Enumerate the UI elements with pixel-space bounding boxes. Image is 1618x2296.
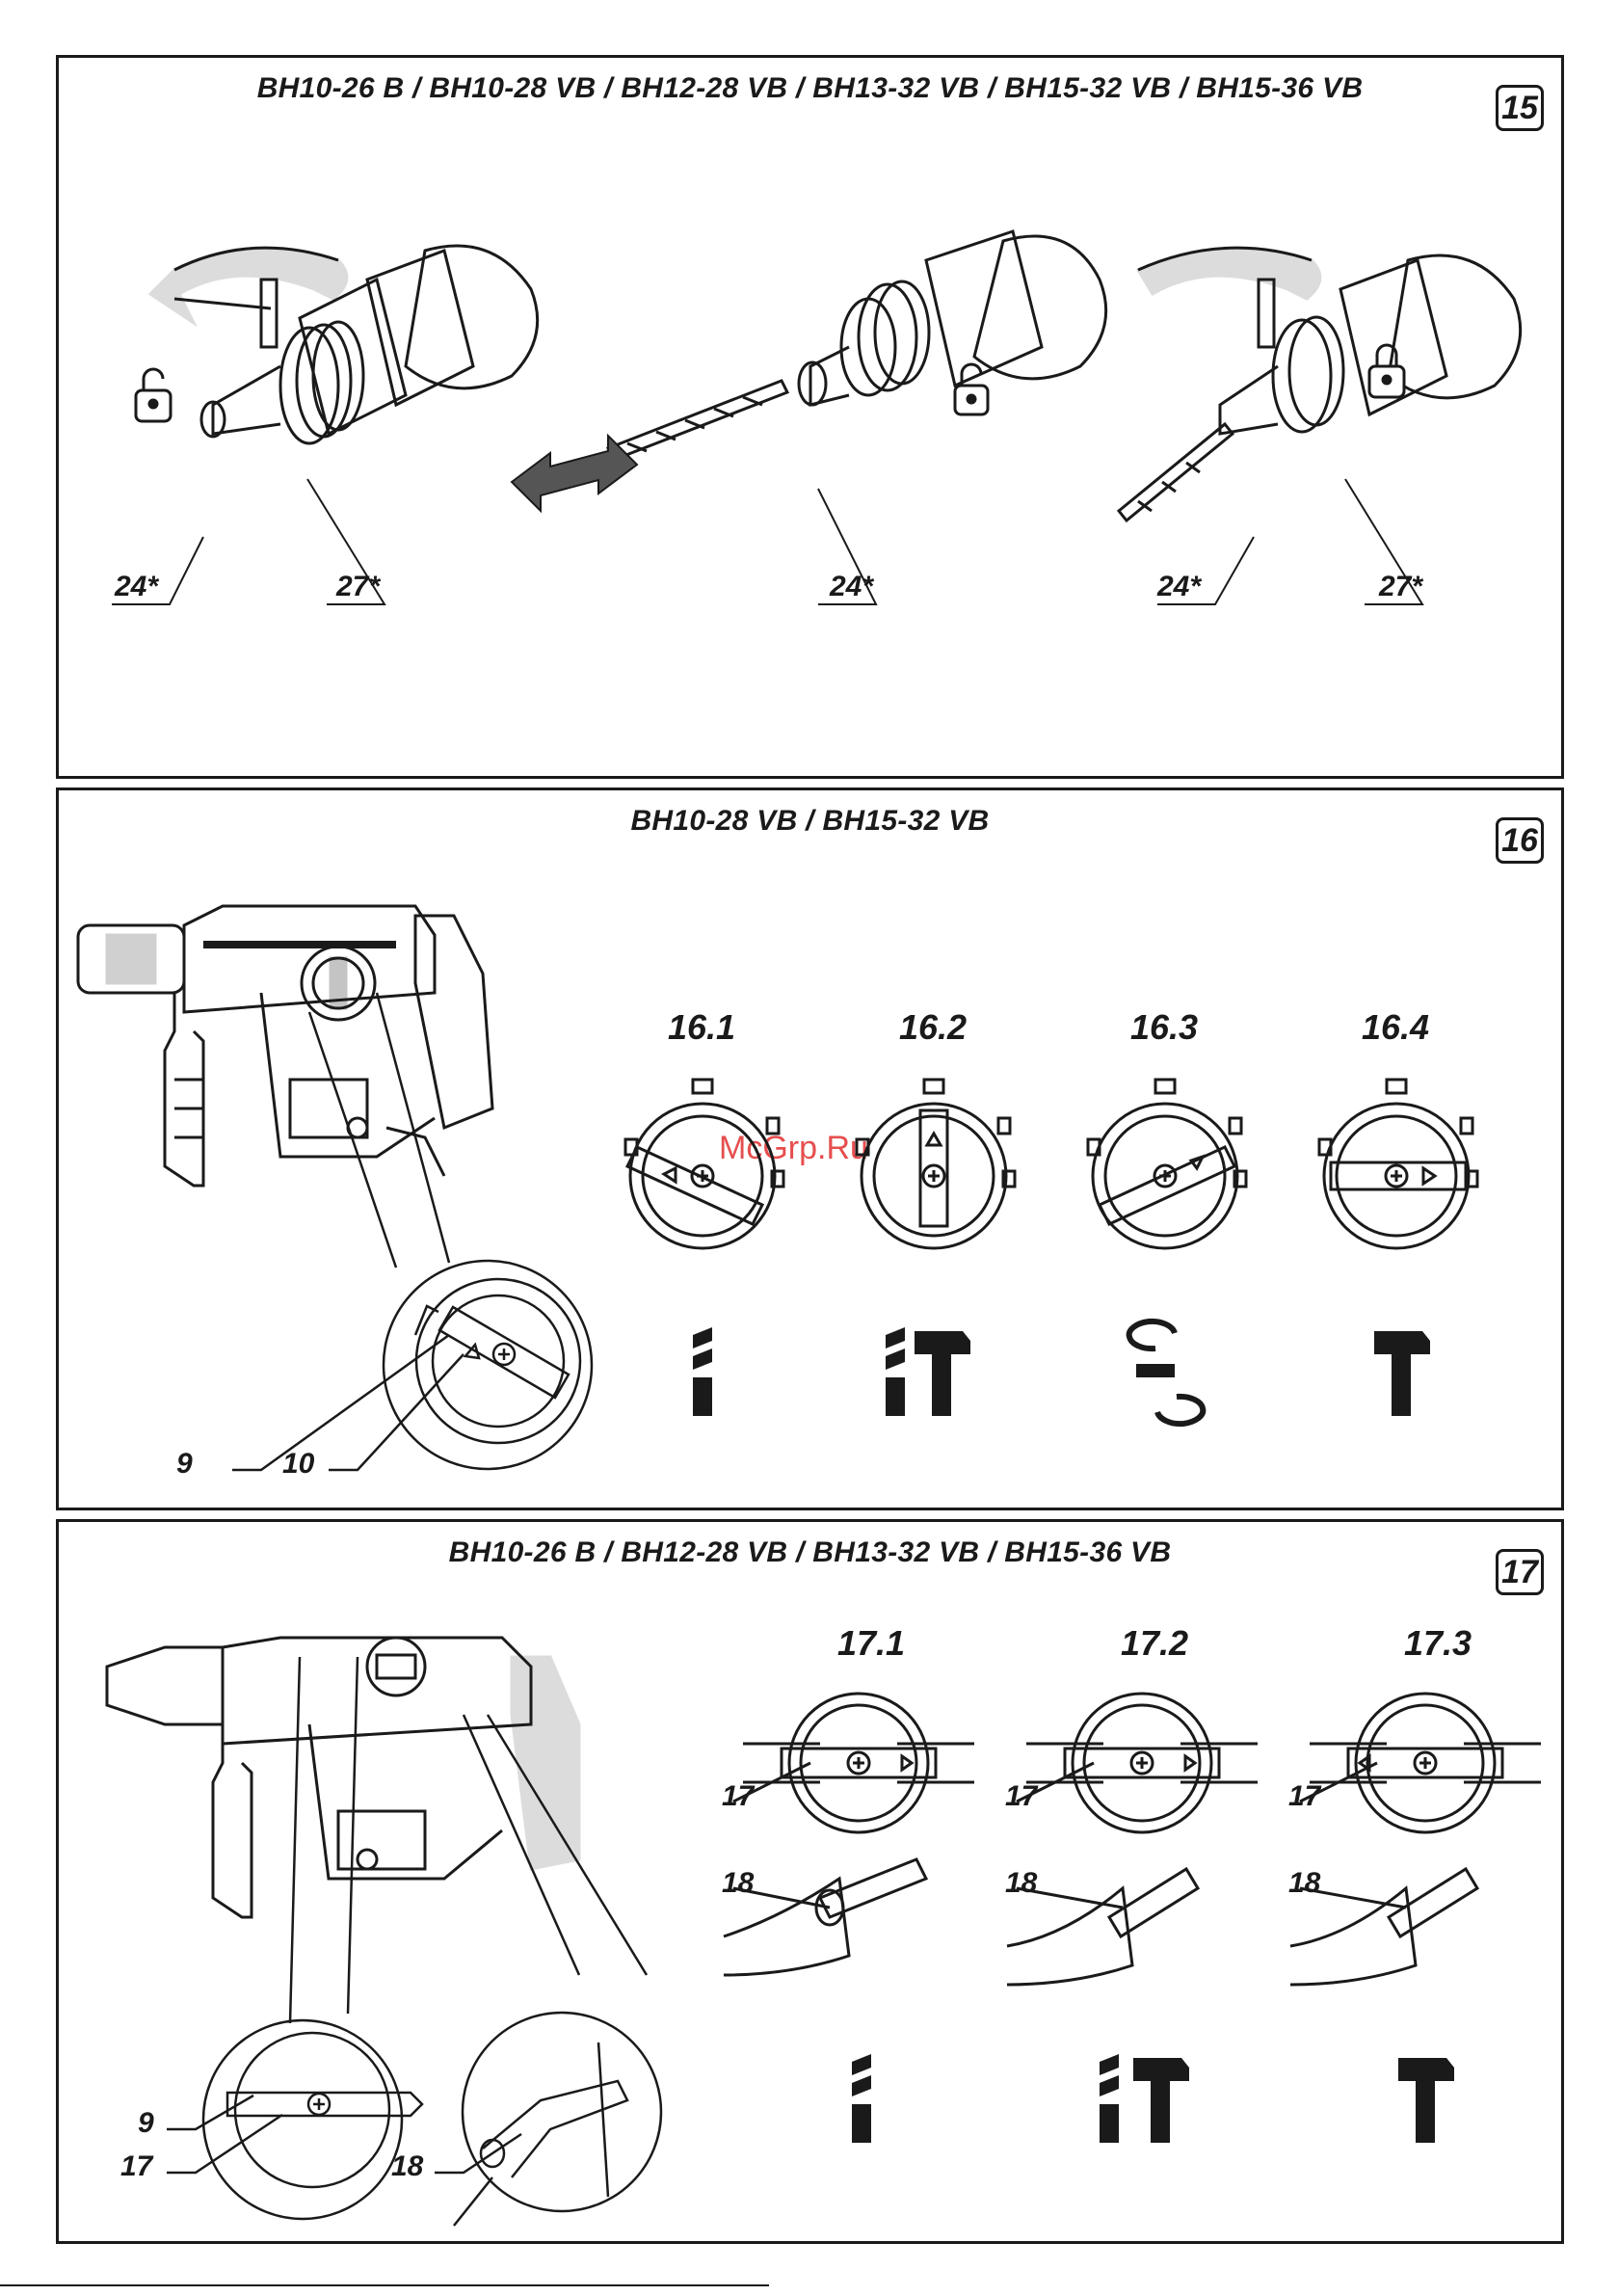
mode-dials	[608, 1080, 1552, 1272]
callout-10: 10	[282, 1448, 314, 1481]
subfigure-label: 16.3	[1130, 1007, 1198, 1048]
callout-27: 27*	[1379, 571, 1422, 603]
callout-18: 18	[722, 1867, 754, 1900]
callout-leaders	[59, 58, 1567, 782]
mode-selector-zoom	[59, 790, 637, 1513]
subfigure-label: 17.2	[1121, 1623, 1188, 1664]
callout-17: 17	[1005, 1780, 1037, 1813]
hammer-icon	[1398, 2058, 1454, 2143]
mode-dials-17	[695, 1686, 1562, 2014]
panel-number: 16	[1496, 817, 1544, 864]
drill-bit-icon	[693, 1327, 712, 1416]
callout-17: 17	[722, 1780, 754, 1813]
subfigure-label: 17.1	[837, 1623, 905, 1664]
callout-18: 18	[391, 2150, 423, 2183]
subfigure-label: 16.4	[1362, 1007, 1429, 1048]
callout-24: 24*	[115, 571, 158, 603]
footer-rule	[0, 2284, 769, 2286]
callout-9: 9	[138, 2107, 154, 2140]
callout-18: 18	[1288, 1867, 1320, 1900]
hammer-icon	[915, 1331, 970, 1416]
callout-9: 9	[176, 1448, 193, 1481]
figure-panel-15: BH10-26 B / BH10-28 VB / BH12-28 VB / BH…	[56, 55, 1564, 779]
mode-symbols	[695, 2042, 1562, 2149]
drill-bit-icon	[1100, 2054, 1119, 2143]
subfigure-label: 16.2	[899, 1007, 967, 1048]
mode-symbols	[608, 1316, 1552, 1422]
callout-24: 24*	[1157, 571, 1201, 603]
rotate-icon	[1136, 1364, 1175, 1377]
drill-bit-icon	[852, 2054, 871, 2143]
callout-17: 17	[120, 2150, 152, 2183]
callout-24: 24*	[830, 571, 873, 603]
subfigure-label: 16.1	[668, 1007, 735, 1048]
callout-17: 17	[1288, 1780, 1320, 1813]
callout-27: 27*	[336, 571, 380, 603]
figure-panel-17: BH10-26 B / BH12-28 VB / BH13-32 VB / BH…	[56, 1519, 1564, 2244]
drill-bit-icon	[886, 1327, 905, 1416]
callout-18: 18	[1005, 1867, 1037, 1900]
panel-number: 17	[1496, 1549, 1544, 1595]
hammer-icon	[1133, 2058, 1189, 2143]
figure-panel-16: BH10-28 VB / BH15-32 VB 16	[56, 788, 1564, 1510]
hammer-icon	[1374, 1331, 1430, 1416]
subfigure-label: 17.3	[1404, 1623, 1472, 1664]
